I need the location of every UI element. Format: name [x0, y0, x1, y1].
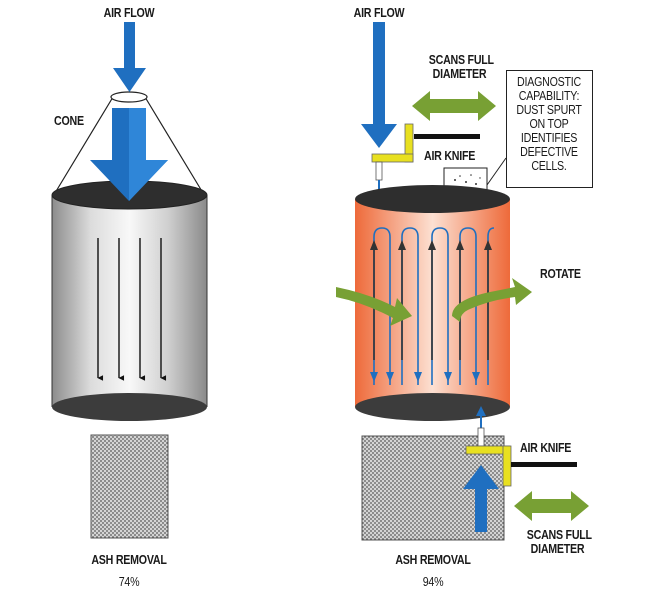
- right-diagram: [336, 22, 589, 541]
- cone: [54, 96, 204, 194]
- cone-top-ring: [110, 91, 148, 103]
- top-air-knife-label: AIR KNIFE: [424, 148, 476, 163]
- diagnostic-line-1: DIAGNOSTIC: [517, 74, 581, 89]
- right-flow-loops: [373, 227, 495, 385]
- top-scans-double-arrow-icon: [412, 91, 496, 121]
- diagnostic-line-6: DEFECTIVE: [520, 144, 578, 159]
- right-flow-arrowheads: [370, 240, 492, 382]
- diagnostic-line-2: CAPABILITY:: [518, 88, 580, 103]
- bottom-air-up-arrow: [463, 465, 499, 532]
- top-scans-line-1: SCANS FULL: [428, 52, 494, 67]
- bottom-air-knife-label: AIR KNIFE: [520, 440, 572, 455]
- left-cylinder-bottom: [52, 393, 207, 421]
- bottom-scans-label: SCANS FULL DIAMETER: [520, 528, 595, 556]
- diagnostic-text: DIAGNOSTIC CAPABILITY: DUST SPURT ON TOP…: [508, 75, 590, 173]
- right-cylinder-bottom: [355, 393, 510, 421]
- diagnostic-line-5: IDENTIFIES: [520, 130, 578, 145]
- left-percent-value: 74%: [118, 574, 140, 589]
- left-air-flow-label: AIR FLOW: [103, 5, 155, 20]
- left-flow-lines: [97, 238, 167, 381]
- diagnostic-line-7: CELLS.: [531, 158, 567, 173]
- bottom-scans-line-2: DIAMETER: [530, 541, 585, 556]
- right-air-flow-arrow: [361, 22, 397, 148]
- right-ash-removal-label: ASH REMOVAL: [395, 552, 471, 567]
- left-ash-removal-label: ASH REMOVAL: [91, 552, 167, 567]
- top-scans-line-2: DIAMETER: [432, 66, 487, 81]
- left-air-flow-arrow: [113, 22, 146, 92]
- left-diagram: [51, 22, 208, 539]
- bottom-scans-double-arrow-icon: [514, 491, 589, 521]
- rotate-left-curved-arrow-icon: [336, 287, 412, 326]
- left-cylinder-body: [52, 195, 207, 407]
- bottom-scans-line-1: SCANS FULL: [526, 527, 592, 542]
- right-percent-value: 94%: [422, 574, 444, 589]
- bottom-air-knife: [465, 406, 577, 487]
- diagnostic-callout-box: [506, 70, 593, 188]
- diagnostic-line-3: DUST SPURT: [516, 102, 582, 117]
- rotate-label: ROTATE: [540, 266, 581, 281]
- right-air-flow-label: AIR FLOW: [353, 5, 405, 20]
- cone-label: CONE: [54, 113, 84, 128]
- right-cylinder-top: [355, 185, 510, 213]
- rotate-right-curved-arrow-icon: [452, 278, 532, 322]
- left-ash-hopper: [90, 434, 169, 539]
- top-scans-label: SCANS FULL DIAMETER: [422, 53, 497, 81]
- diagnostic-line-4: ON TOP: [529, 116, 569, 131]
